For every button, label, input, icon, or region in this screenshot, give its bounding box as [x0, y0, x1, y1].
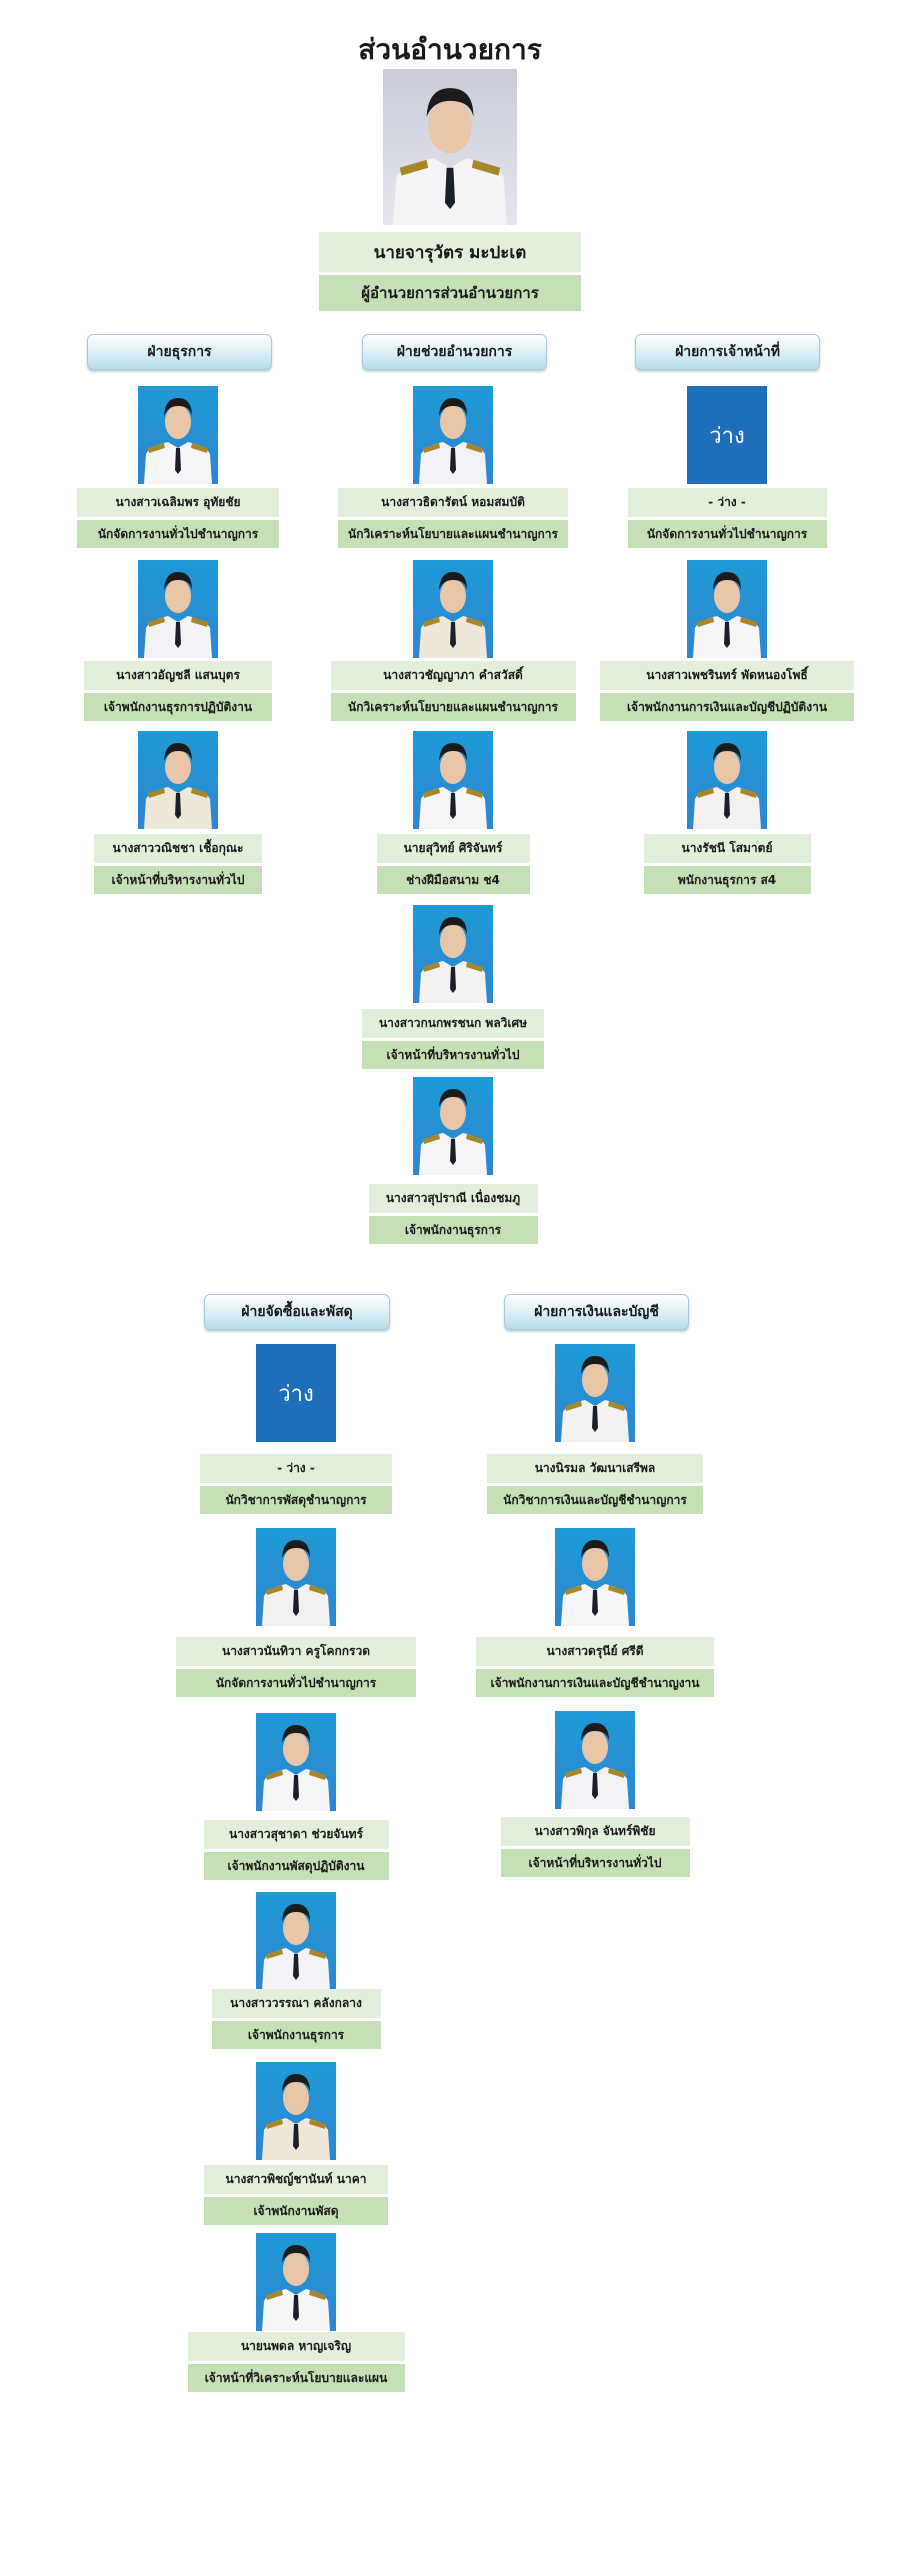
staff-name: นางสาววณิชชา เชื้อกุณะ	[94, 834, 262, 863]
staff-name: นางสาวธิดารัตน์ หอมสมบัติ	[338, 488, 568, 517]
staff-name: นางสาวกนกพรชนก พลวิเศษ	[362, 1009, 544, 1038]
staff-position: เจ้าพนักงานการเงินและบัญชีปฏิบัติงาน	[600, 693, 854, 721]
staff-name: นางนิรมล วัฒนาเสรีพล	[487, 1454, 703, 1483]
staff-position: นักวิชาการเงินและบัญชีชำนาญการ	[487, 1486, 703, 1514]
staff-position: เจ้าหน้าที่บริหารงานทั่วไป	[500, 1849, 690, 1877]
staff-name: - ว่าง -	[200, 1454, 392, 1483]
division-header[interactable]: ฝ่ายการเจ้าหน้าที่	[635, 334, 820, 370]
staff-name: นายนพดล หาญเจริญ	[187, 2332, 405, 2361]
staff-position: นักจัดการงานทั่วไปชำนาญการ	[176, 1669, 416, 1697]
staff-position: เจ้าพนักงานธุรการ	[211, 2021, 381, 2049]
staff-position: เจ้าพนักงานพัสดุ	[204, 2197, 388, 2225]
staff-position: นักวิชาการพัสดุชำนาญการ	[200, 1486, 392, 1514]
division-header[interactable]: ฝ่ายช่วยอำนวยการ	[362, 334, 547, 370]
division-header[interactable]: ฝ่ายธุรการ	[87, 334, 272, 370]
staff-name: นางสาววรรณา คลังกลาง	[211, 1989, 381, 2018]
staff-position: นักวิเคราะห์นโยบายและแผนชำนาญการ	[330, 693, 576, 721]
staff-position: นักจัดการงานทั่วไปชำนาญการ	[77, 520, 279, 548]
portrait-photo	[555, 1528, 635, 1626]
staff-position: เจ้าหน้าที่บริหารงานทั่วไป	[362, 1041, 544, 1069]
portrait-photo	[555, 1711, 635, 1809]
staff-name: นางสาวเฉลิมพร อุทัยชัย	[77, 488, 279, 517]
portrait-photo	[138, 731, 218, 829]
staff-position: เจ้าพนักงานธุรการ	[368, 1216, 538, 1244]
portrait-photo	[413, 1077, 493, 1175]
portrait-photo	[413, 386, 493, 484]
staff-position: เจ้าพนักงานการเงินและบัญชีชำนาญงาน	[476, 1669, 714, 1697]
staff-position: เจ้าพนักงานธุรการปฏิบัติงาน	[84, 693, 272, 721]
portrait-photo	[413, 560, 493, 658]
portrait-photo	[256, 1528, 336, 1626]
staff-name: นางสาวสุชาดา ช่วยจันทร์	[203, 1820, 389, 1849]
staff-name: นางสาวพิกุล จันทร์พิชัย	[500, 1817, 690, 1846]
portrait-photo	[687, 731, 767, 829]
staff-name: นางสาวดรุนีย์ ศรีดี	[476, 1637, 714, 1666]
staff-position: เจ้าหน้าที่วิเคราะห์นโยบายและแผน	[187, 2364, 405, 2392]
staff-name: นางสาวนันทิวา ครูโคกกรวด	[176, 1637, 416, 1666]
staff-name: นางสาวอัญชลี แสนบุตร	[84, 661, 272, 690]
staff-name: นางสาวชัญญาภา คำสวัสดิ์	[330, 661, 576, 690]
staff-position: เจ้าพนักงานพัสดุปฏิบัติงาน	[203, 1852, 389, 1880]
portrait-photo	[256, 1713, 336, 1811]
staff-position: พนักงานธุรการ ส4	[643, 866, 811, 894]
portrait-photo	[555, 1344, 635, 1442]
staff-name: นางรัชนี โสมาตย์	[643, 834, 811, 863]
portrait-photo	[687, 560, 767, 658]
staff-name: นางสาวพิชญ์ชานันท์ นาคา	[204, 2165, 388, 2194]
portrait-photo	[138, 560, 218, 658]
director-name: นายจารุวัตร มะปะเต	[319, 232, 581, 272]
staff-position: นักจัดการงานทั่วไปชำนาญการ	[627, 520, 827, 548]
portrait-photo	[256, 2233, 336, 2331]
director-position: ผู้อำนวยการส่วนอำนวยการ	[319, 275, 581, 311]
staff-position: เจ้าหน้าที่บริหารงานทั่วไป	[94, 866, 262, 894]
portrait-photo	[413, 905, 493, 1003]
staff-position: นักวิเคราะห์นโยบายและแผนชำนาญการ	[338, 520, 568, 548]
vacant-placeholder: ว่าง	[687, 386, 767, 484]
staff-name: - ว่าง -	[627, 488, 827, 517]
portrait-photo	[413, 731, 493, 829]
page-title: ส่วนอำนวยการ	[358, 33, 542, 66]
staff-name: นางสาวเพชรินทร์ พัดหนองโพธิ์	[600, 661, 854, 690]
portrait-photo	[138, 386, 218, 484]
staff-position: ช่างฝีมือสนาม ช4	[376, 866, 530, 894]
vacant-placeholder: ว่าง	[256, 1344, 336, 1442]
portrait-photo	[256, 2062, 336, 2160]
division-header[interactable]: ฝ่ายจัดซื้อและพัสดุ	[204, 1294, 390, 1330]
division-header[interactable]: ฝ่ายการเงินและบัญชี	[504, 1294, 689, 1330]
staff-name: นายสุวิทย์ ศิริจันทร์	[376, 834, 530, 863]
director-photo	[383, 69, 517, 225]
staff-name: นางสาวสุปราณี เนื่องชมภู	[368, 1184, 538, 1213]
portrait-photo	[256, 1892, 336, 1990]
